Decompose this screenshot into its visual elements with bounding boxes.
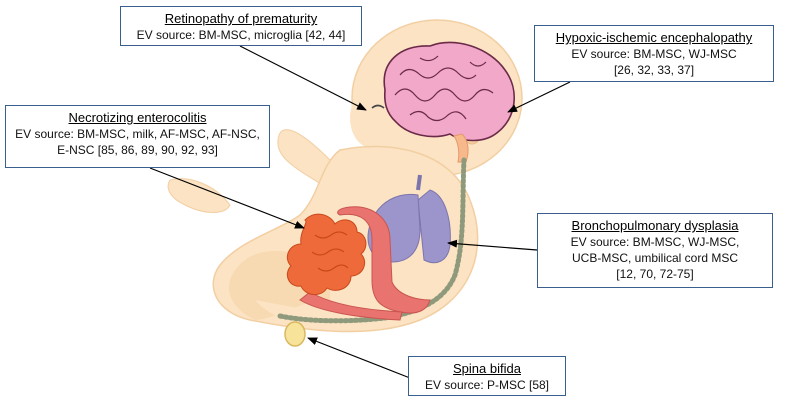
- arrow-sb-to-lesion: [307, 337, 411, 379]
- callout-title: Bronchopulmonary dysplasia: [571, 218, 739, 233]
- callout-title: Spina bifida: [453, 361, 521, 376]
- brainstem: [453, 133, 469, 163]
- arrow-nec-to-intestine: [149, 167, 305, 229]
- brain-folds: [394, 55, 494, 122]
- infant-foot: [167, 178, 231, 213]
- callout-title: Necrotizing enterocolitis: [68, 110, 207, 125]
- arrow-hie-to-brain: [507, 81, 571, 113]
- eye-icon: [371, 104, 385, 109]
- brain: [383, 41, 515, 142]
- small-intestine-folds: [311, 231, 349, 272]
- callout-ev-source: EV source: BM-MSC, microglia [42, 44]: [136, 28, 346, 42]
- spina-bifida-lesion: [284, 321, 306, 347]
- large-intestine: [337, 206, 431, 314]
- rectum: [299, 291, 403, 321]
- callout-ev-source: EV source: BM-MSC, WJ-MSC: [571, 47, 737, 61]
- callout-ev-source-cont: E-NSC [85, 86, 89, 90, 92, 93]: [57, 143, 218, 157]
- callout-necrotizing-enterocolitis: Necrotizing enterocolitis EV source: BM-…: [5, 105, 270, 168]
- small-intestine: [286, 213, 367, 295]
- callout-bronchopulmonary-dysplasia: Bronchopulmonary dysplasia EV source: BM…: [537, 213, 773, 288]
- callout-ev-source: EV source: BM-MSC, milk, AF-MSC, AF-NSC,: [15, 127, 260, 141]
- callout-ev-source: EV source: P-MSC [58]: [424, 378, 550, 392]
- callout-ev-source-cont: UCB-MSC, umbilical cord MSC: [571, 251, 739, 265]
- callout-title: Hypoxic-ischemic encephalopathy: [555, 30, 753, 45]
- callout-references: [26, 32, 33, 37]: [613, 63, 695, 77]
- callout-spina-bifida: Spina bifida EV source: P-MSC [58]: [408, 356, 566, 396]
- arrow-rop-to-eye: [239, 45, 367, 111]
- callout-references: [12, 70, 72-75]: [616, 267, 694, 281]
- infant-arm: [277, 129, 331, 191]
- callout-title: Retinopathy of prematurity: [164, 11, 318, 26]
- callout-ev-source: EV source: BM-MSC, WJ-MSC,: [570, 235, 740, 249]
- callout-hypoxic-ischemic-encephalopathy: Hypoxic-ischemic encephalopathy EV sourc…: [534, 25, 774, 82]
- trachea: [416, 174, 422, 191]
- spinal-cord: [277, 157, 467, 324]
- arrow-bpd-to-lungs: [447, 239, 538, 251]
- brain-shape: [383, 41, 515, 142]
- callout-retinopathy-of-prematurity: Retinopathy of prematurity EV source: BM…: [120, 6, 362, 46]
